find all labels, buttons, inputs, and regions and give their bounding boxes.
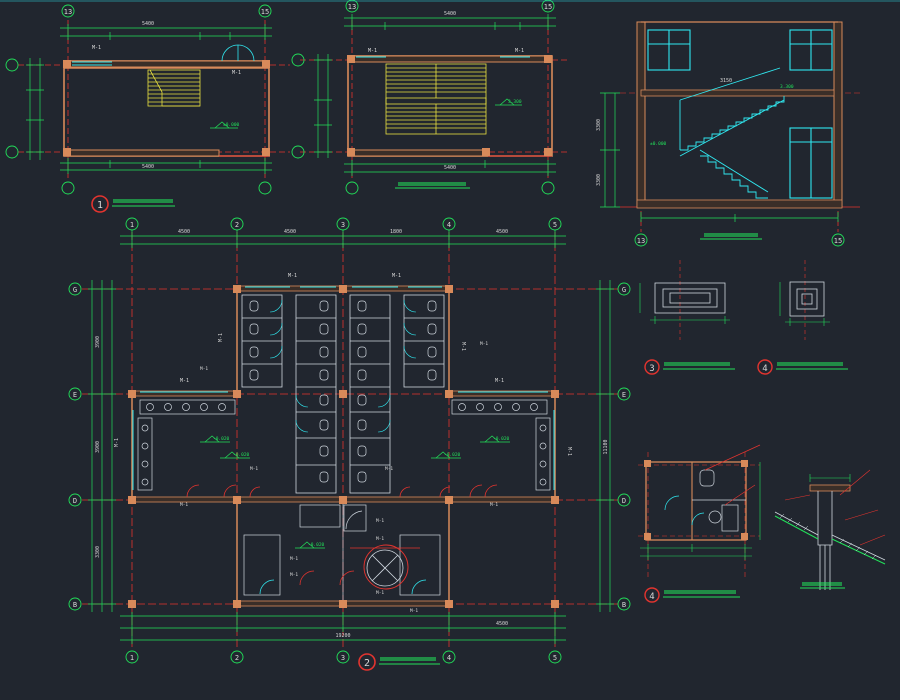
axis-label-3: 3: [341, 221, 345, 229]
detail-number-4: 4: [762, 364, 767, 374]
dim-h2: 3300: [596, 174, 602, 186]
detail-3: 3: [639, 260, 735, 375]
tag: M-1: [376, 518, 384, 524]
level: ±0.000: [650, 141, 667, 147]
dim-seg-3: 1800: [390, 229, 402, 235]
tag: M-1: [376, 590, 384, 596]
stair-section: 3300 3300 3150 ±0.000 3.300 13 15: [596, 21, 860, 247]
tag: M-1: [368, 48, 377, 54]
detail-marker-1: [91, 195, 109, 213]
detail-section: [774, 469, 886, 590]
tag: M-1: [290, 556, 298, 562]
dim-side-2: 3900: [95, 441, 101, 453]
axis-label-15: 15: [544, 3, 552, 11]
tag: M-1: [180, 502, 188, 508]
axis-label-15: 15: [261, 8, 269, 16]
detail-marker-2: [358, 653, 376, 671]
detail-number-4: 4: [649, 592, 654, 602]
tag: M-1: [250, 466, 258, 472]
tag: M-1: [480, 341, 488, 347]
axis-label-13: 13: [348, 3, 356, 11]
detail-4b: 4: [638, 444, 761, 603]
tag: M-1: [114, 438, 120, 447]
detail-number-1: 1: [97, 200, 103, 211]
tag: M-1: [218, 333, 224, 342]
axis-label-B: B: [622, 601, 626, 609]
level: ±0.000: [223, 122, 240, 128]
level: -0.020: [213, 436, 230, 442]
main-toilet-plan: 4500 4500 1800 4500 4500 19200 3900 3900…: [68, 217, 631, 671]
tag: M-1: [460, 342, 466, 351]
axis-label-E: E: [622, 391, 626, 399]
axis-label-5: 5: [553, 654, 557, 662]
tag: M-1: [290, 572, 298, 578]
level: 3.300: [780, 84, 794, 90]
tag: M-1: [490, 502, 498, 508]
tag: M-1: [385, 466, 393, 472]
detail-number-2: 2: [364, 658, 370, 669]
axis-label-G: G: [622, 286, 626, 294]
dim-side-3: 3300: [95, 546, 101, 558]
axis-label-2: 2: [235, 221, 239, 229]
dim-total: 5400: [444, 11, 456, 17]
rise-label: 3150: [720, 78, 732, 84]
tag: M-1: [180, 378, 189, 384]
dim-seg-4: 4500: [496, 229, 508, 235]
dim-total: 19200: [335, 633, 350, 639]
axis-label-3: 3: [341, 654, 345, 662]
tag: M-1: [410, 608, 418, 614]
tag: M-1: [92, 45, 101, 51]
dim-seg-2: 4500: [284, 229, 296, 235]
axis-label-D: D: [622, 497, 626, 505]
tag: M-1: [495, 378, 504, 384]
dim-total: 5400: [142, 21, 154, 27]
axis-label-13: 13: [637, 237, 645, 245]
dim-bottom: 5400: [444, 165, 456, 171]
axis-label-1: 1: [130, 654, 134, 662]
detail-4a: 4: [757, 260, 848, 375]
dim-seg-1: 4500: [178, 229, 190, 235]
axis-label-5: 5: [553, 221, 557, 229]
stair-plan-1: 13 15 5400 5400 M-1 M-1 ±0.000 1: [5, 4, 290, 213]
level: -0.020: [308, 542, 325, 548]
dim-h1: 3300: [596, 119, 602, 131]
axis-label-4: 4: [447, 221, 451, 229]
level: 3.300: [508, 99, 522, 105]
axis-label-G: G: [73, 286, 77, 294]
tag: M-1: [376, 536, 384, 542]
axis-label-15: 15: [834, 237, 842, 245]
dim-seg-5: 4500: [496, 621, 508, 627]
axis-label-E: E: [73, 391, 77, 399]
axis-label-2: 2: [235, 654, 239, 662]
axis-label-D: D: [73, 497, 77, 505]
stair-plan-2: 13 15 5400 5400 M-1 M-1 3.300: [291, 0, 568, 195]
dim-bottom: 5400: [142, 164, 154, 170]
tag: M-1: [232, 70, 241, 76]
axis-label-4: 4: [447, 654, 451, 662]
tag: M-1: [566, 447, 572, 456]
tag: M-1: [392, 273, 401, 279]
tag: M-1: [288, 273, 297, 279]
tag: M-1: [515, 48, 524, 54]
detail-number-3: 3: [649, 364, 654, 374]
axis-label-13: 13: [64, 8, 72, 16]
axis-label-B: B: [73, 601, 77, 609]
level: -0.020: [233, 452, 250, 458]
tag: M-1: [200, 366, 208, 372]
level: -0.020: [493, 436, 510, 442]
level: -0.020: [444, 452, 461, 458]
dim-side-total: 11100: [603, 439, 609, 454]
dim-side-1: 3900: [95, 336, 101, 348]
axis-label-1: 1: [130, 221, 134, 229]
